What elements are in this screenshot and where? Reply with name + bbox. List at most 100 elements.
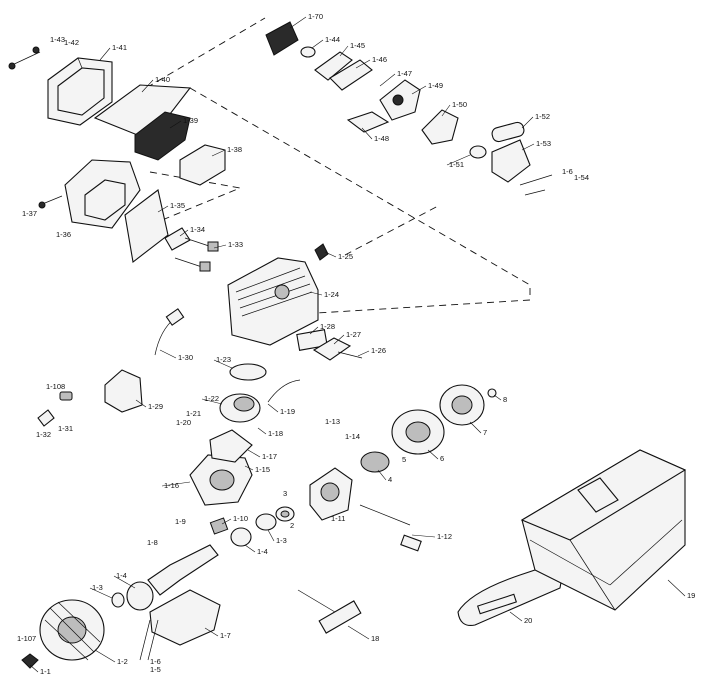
label-1-6b: 1-6 [150,657,161,666]
oil-pump-1-11 [309,467,353,521]
pin-1-108 [59,391,73,401]
plate-1-50 [421,109,459,145]
label-1-51: 1-51 [449,160,464,169]
label-1-32: 1-32 [36,430,51,439]
label-6: 6 [440,454,444,463]
label-1-49: 1-49 [428,81,443,90]
crankcase-half-1-16 [189,454,253,506]
bolts-1-5-1-6 [139,619,159,661]
gasket-1-17 [209,429,253,463]
label-5: 5 [402,455,406,464]
intake-1-70 [265,21,299,56]
label-1-3-mid: 1-3 [276,536,287,545]
label-1-39: 1-39 [183,116,198,125]
spark-plug-1-25 [314,243,329,261]
label-1-14: 1-14 [345,432,360,441]
label-1-40: 1-40 [155,75,170,84]
label-1-26: 1-26 [371,346,386,355]
label-1-12: 1-12 [437,532,452,541]
label-20: 20 [524,616,532,625]
label-1-52: 1-52 [535,112,550,121]
label-1-21: 1-21 [186,409,201,418]
label-1-34: 1-34 [190,225,205,234]
label-1-36: 1-36 [56,230,71,239]
bolt-1-26 [337,351,363,359]
washer-1-3-lower [111,592,125,608]
label-1-17: 1-17 [262,452,277,461]
bolts-1-12 [359,504,422,552]
label-1-5: 1-5 [150,665,161,674]
clamp-1-52 [491,121,525,143]
gasket-1-27 [312,337,352,361]
label-1-25: 1-25 [338,252,353,261]
cylinder-cover [64,159,141,229]
piston-ring-1-23 [229,363,267,381]
crankshaft-1-4 [126,544,219,611]
label-1-16: 1-16 [164,481,179,490]
label-2: 2 [290,521,294,530]
worm-gear-4 [360,451,390,473]
label-1-8: 1-8 [147,538,158,547]
label-19: 19 [687,591,695,600]
tool-18 [297,589,362,634]
label-7: 7 [483,428,487,437]
piston-1-22 [219,393,261,423]
label-1-35: 1-35 [170,201,185,210]
label-1-108: 1-108 [46,382,65,391]
sprocket-7 [439,384,485,426]
ignition-lead-1-30 [154,308,185,356]
carry-case-19 [520,449,687,611]
label-1-43: 1-43 [50,35,65,44]
label-1-45: 1-45 [350,41,365,50]
label-1-29: 1-29 [148,402,163,411]
screw-1-37 [38,195,63,209]
label-1-19: 1-19 [280,407,295,416]
gasket-1-46 [329,59,373,91]
label-1-7: 1-7 [220,631,231,640]
label-1-10: 1-10 [233,514,248,523]
label-1-1: 1-1 [40,667,51,676]
label-18: 18 [371,634,379,643]
label-1-27: 1-27 [346,330,361,339]
bolts-1-33 [174,237,219,272]
label-1-44: 1-44 [325,35,340,44]
label-1-15: 1-15 [255,465,270,474]
bearing-2 [275,506,295,522]
label-1-47: 1-47 [397,69,412,78]
gear-1-10 [209,517,229,535]
label-1-24: 1-24 [324,290,339,299]
label-1-30: 1-30 [178,353,193,362]
leader-lines [29,16,686,673]
ignition-coil-1-29 [104,369,143,413]
label-1-9: 1-9 [175,517,186,526]
label-1-48: 1-48 [374,134,389,143]
cylinder-1-24 [227,257,319,346]
cable-1-48 [346,111,390,133]
label-3-top: 3 [283,489,287,498]
label-1-37: 1-37 [22,209,37,218]
air-filter-cover [47,57,113,126]
label-1-23: 1-23 [216,355,231,364]
flywheel-1-2 [39,599,105,661]
label-1-20: 1-20 [176,418,191,427]
label-1-46: 1-46 [372,55,387,64]
screw-1-43 [8,46,41,70]
label-1-41: 1-41 [112,43,127,52]
gasket-1-44 [300,46,316,58]
clutch-drum-6 [391,409,445,455]
wire-1-19 [267,379,301,403]
label-1-70: 1-70 [308,12,323,21]
label-1-4-mid: 1-4 [257,547,268,556]
label-1-6: 1-6 [562,167,573,176]
label-1-2: 1-2 [117,657,128,666]
label-1-31: 1-31 [58,424,73,433]
label-1-22: 1-22 [204,394,219,403]
label-8: 8 [503,395,507,404]
carburetor-1-49 [379,79,421,121]
flange-1-45 [314,51,353,81]
label-1-3: 1-3 [92,583,103,592]
label-1-11: 1-11 [331,514,345,523]
label-1-13: 1-13 [325,417,340,426]
